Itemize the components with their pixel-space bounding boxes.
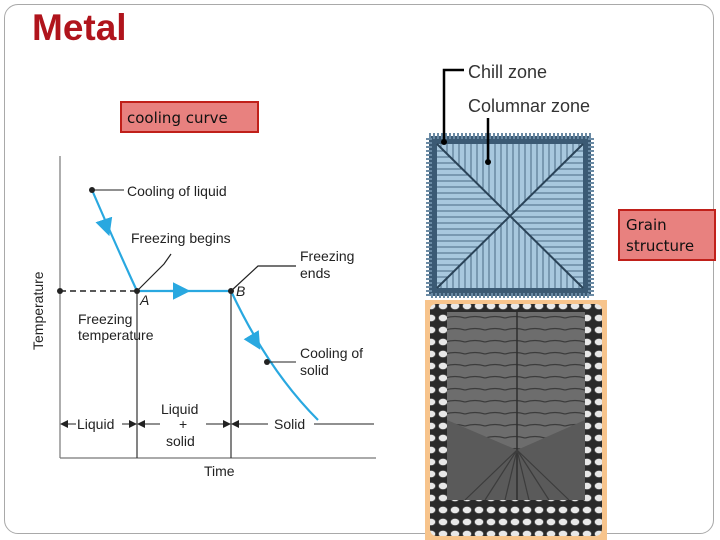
- arrow-liquid: [95, 216, 113, 237]
- label-freezing-ends-1: Freezing: [300, 248, 354, 264]
- label-columnar-zone: Columnar zone: [468, 96, 590, 116]
- label-region-solid: Solid: [274, 416, 305, 432]
- label-region-mix-1: Liquid: [161, 401, 198, 417]
- arrow-solid: [243, 330, 261, 350]
- label-region-mix-3: solid: [166, 433, 195, 449]
- cooling-curve-line: [90, 189, 138, 292]
- slide-frame: [4, 4, 714, 534]
- grain-structure-tag: Grain structure: [618, 209, 716, 261]
- label-cooling-liquid: Cooling of liquid: [127, 183, 227, 199]
- col-top: [437, 144, 583, 216]
- label-cooling-solid-1: Cooling of: [300, 345, 363, 361]
- leader-chill: [442, 68, 464, 140]
- label-cooling-solid-2: solid: [300, 362, 329, 378]
- leader-freezing-begins: [136, 253, 172, 292]
- label-region-liquid: Liquid: [77, 416, 114, 432]
- cooling-curve-tag: cooling curve: [120, 101, 259, 133]
- solid-cooling-line: [230, 290, 319, 421]
- cooling-curve-diagram: Temperature Time Cooling of liquid Freez…: [30, 156, 376, 479]
- dot-start: [57, 288, 63, 294]
- x-axis-label: Time: [204, 463, 235, 479]
- col-left: [437, 144, 510, 288]
- diag-2: [436, 143, 584, 289]
- label-point-a: A: [139, 292, 149, 308]
- dot-chill: [441, 139, 447, 145]
- leader-freezing-ends: [230, 265, 296, 292]
- slide-title: Metal: [32, 7, 127, 48]
- dot-columnar: [485, 159, 491, 165]
- ingot-v-zone: [447, 420, 585, 500]
- label-freezing-temp-1: Freezing: [78, 311, 132, 327]
- col-bottom: [437, 216, 583, 288]
- casting-photo: [425, 300, 607, 540]
- fan-lines: [464, 449, 570, 501]
- label-chill-zone: Chill zone: [468, 62, 547, 82]
- label-freezing-ends-2: ends: [300, 265, 330, 281]
- y-axis-label: Temperature: [30, 271, 46, 350]
- label-freezing-temp-2: temperature: [78, 327, 154, 343]
- label-freezing-begins: Freezing begins: [131, 230, 231, 246]
- chill-zone-border: [426, 133, 594, 298]
- label-region-mix-2: +: [179, 416, 187, 432]
- col-right: [510, 144, 583, 288]
- label-point-b: B: [236, 283, 245, 299]
- grain-structure-diagram: Chill zone Columnar zone: [426, 62, 594, 298]
